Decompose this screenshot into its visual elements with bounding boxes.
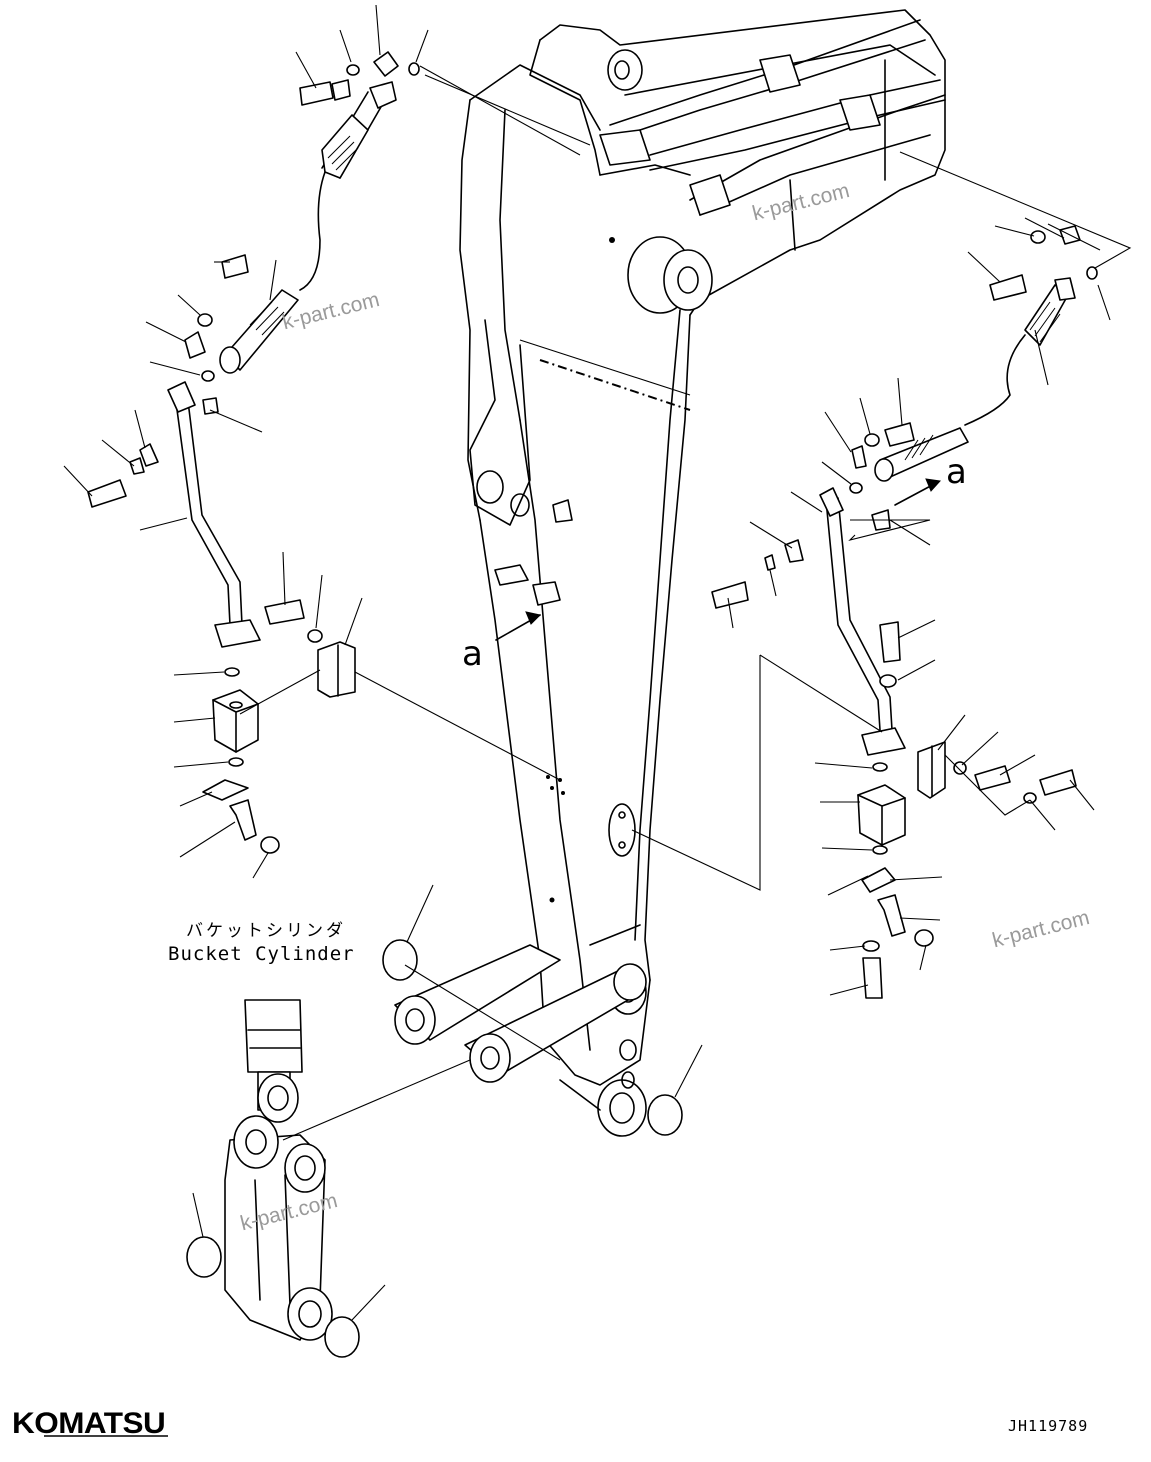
leader-lines xyxy=(63,4,1132,1321)
boom-hoses xyxy=(599,19,946,216)
left-pipe-assembly xyxy=(87,51,420,854)
view-marker-right: a xyxy=(946,452,967,492)
bucket-cylinder-caption-jp: バケットシリンダ xyxy=(186,921,346,941)
bucket-cylinder-caption: Bucket Cylinder xyxy=(168,943,355,965)
bucket-linkage xyxy=(186,939,683,1358)
view-marker-left: a xyxy=(462,634,483,674)
right-pipe-assembly xyxy=(711,225,1098,999)
komatsu-logo: KOMATSU xyxy=(12,1407,166,1440)
view-arrows xyxy=(495,478,941,641)
drawing-number: JH119789 xyxy=(1008,1417,1089,1435)
arm-frame xyxy=(459,9,946,1137)
